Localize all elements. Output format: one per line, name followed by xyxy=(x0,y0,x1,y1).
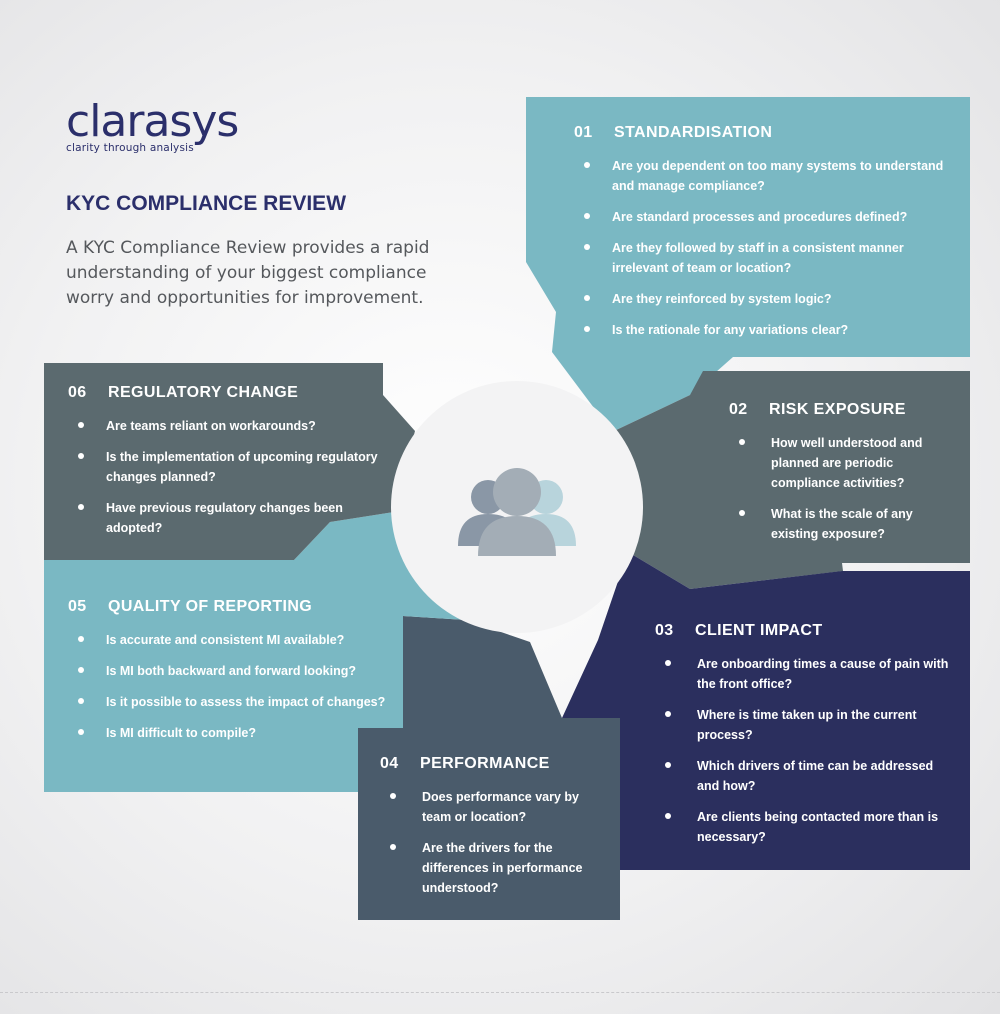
question-item: Is accurate and consistent MI available? xyxy=(68,630,408,650)
question-item: Is the implementation of upcoming regula… xyxy=(68,447,398,487)
question-list: Are onboarding times a cause of pain wit… xyxy=(655,654,955,847)
section-heading: 02 RISK EXPOSURE xyxy=(729,401,959,419)
question-list: Are you dependent on too many systems to… xyxy=(574,156,954,340)
user-front-icon xyxy=(478,468,556,556)
section-title: CLIENT IMPACT xyxy=(695,622,823,639)
section-heading: 06 REGULATORY CHANGE xyxy=(68,384,398,402)
question-item: Which drivers of time can be addressed a… xyxy=(655,756,955,796)
question-item: Is MI both backward and forward looking? xyxy=(68,661,408,681)
question-item: How well understood and planned are peri… xyxy=(729,433,959,493)
question-item: What is the scale of any existing exposu… xyxy=(729,504,959,544)
question-item: Are clients being contacted more than is… xyxy=(655,807,955,847)
section-title: REGULATORY CHANGE xyxy=(108,384,299,401)
question-item: Is MI difficult to compile? xyxy=(68,723,408,743)
section-number: 02 xyxy=(729,401,748,418)
section-title: RISK EXPOSURE xyxy=(769,401,906,418)
regulatory-change-panel xyxy=(44,363,415,560)
risk-exposure-panel xyxy=(612,371,970,589)
section-heading: 05 QUALITY OF REPORTING xyxy=(68,598,408,616)
section-client-impact: 03 CLIENT IMPACT Are onboarding times a … xyxy=(655,622,955,858)
section-heading: 01 STANDARDISATION xyxy=(574,124,954,142)
section-number: 06 xyxy=(68,384,87,401)
question-item: Are onboarding times a cause of pain wit… xyxy=(655,654,955,694)
section-regulatory-change: 06 REGULATORY CHANGE Are teams reliant o… xyxy=(68,384,398,549)
section-performance: 04 PERFORMANCE Does performance vary by … xyxy=(380,755,610,909)
intro-text: A KYC Compliance Review provides a rapid… xyxy=(66,238,430,308)
client-impact-panel xyxy=(562,552,970,870)
question-list: Are teams reliant on workarounds? Is the… xyxy=(68,416,398,538)
question-item: Are you dependent on too many systems to… xyxy=(574,156,954,196)
quality-of-reporting-panel xyxy=(44,512,466,792)
section-heading: 04 PERFORMANCE xyxy=(380,755,610,773)
question-item: Are they followed by staff in a consiste… xyxy=(574,238,954,278)
section-number: 04 xyxy=(380,755,399,772)
section-title: PERFORMANCE xyxy=(420,755,550,772)
section-number: 03 xyxy=(655,622,674,639)
section-risk-exposure: 02 RISK EXPOSURE How well understood and… xyxy=(729,401,959,555)
section-quality-of-reporting: 05 QUALITY OF REPORTING Is accurate and … xyxy=(68,598,408,754)
question-item: Are they reinforced by system logic? xyxy=(574,289,954,309)
question-list: Is accurate and consistent MI available?… xyxy=(68,630,408,743)
question-list: How well understood and planned are peri… xyxy=(729,433,959,544)
question-item: Are the drivers for the differences in p… xyxy=(380,838,610,898)
section-title: STANDARDISATION xyxy=(614,124,773,141)
performance-panel xyxy=(358,616,620,920)
section-number: 05 xyxy=(68,598,87,615)
question-item: Does performance vary by team or locatio… xyxy=(380,787,610,827)
question-item: Are standard processes and procedures de… xyxy=(574,207,954,227)
section-heading: 03 CLIENT IMPACT xyxy=(655,622,955,640)
standardisation-panel xyxy=(526,97,970,432)
bottom-divider xyxy=(0,992,1000,993)
logo-tagline: clarity through analysis xyxy=(66,142,194,154)
logo-wordmark: clarasys xyxy=(66,96,239,147)
section-standardisation: 01 STANDARDISATION Are you dependent on … xyxy=(574,124,954,351)
question-item: Is it possible to assess the impact of c… xyxy=(68,692,408,712)
question-item: Where is time taken up in the current pr… xyxy=(655,705,955,745)
section-title: QUALITY OF REPORTING xyxy=(108,598,313,615)
users-group-icon xyxy=(458,468,576,556)
page-title: KYC COMPLIANCE REVIEW xyxy=(66,192,347,215)
question-item: Is the rationale for any variations clea… xyxy=(574,320,954,340)
question-item: Have previous regulatory changes been ad… xyxy=(68,498,398,538)
clarasys-logo: clarasys clarity through analysis xyxy=(66,96,239,155)
section-number: 01 xyxy=(574,124,593,141)
question-list: Does performance vary by team or locatio… xyxy=(380,787,610,898)
question-item: Are teams reliant on workarounds? xyxy=(68,416,398,436)
